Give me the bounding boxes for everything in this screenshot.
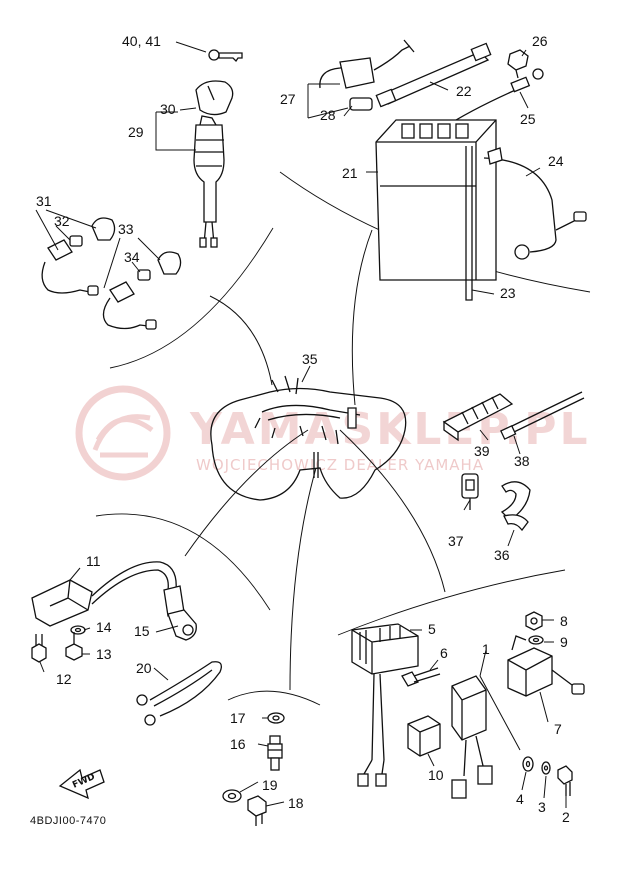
cable-connector-27 xyxy=(319,39,415,111)
callout-12: 12 xyxy=(56,671,72,687)
callout-11: 11 xyxy=(86,553,101,569)
callout-8: 8 xyxy=(560,613,568,629)
earth-lead-20 xyxy=(136,661,223,726)
callout-16: 16 xyxy=(230,736,246,752)
forward-arrow-icon: FWD xyxy=(58,768,105,800)
callout-3: 3 xyxy=(538,799,546,815)
callout-4: 4 xyxy=(516,791,524,807)
nut-8 xyxy=(525,611,543,631)
callout-37: 37 xyxy=(448,533,464,549)
callout-24: 24 xyxy=(548,153,564,169)
callout-7: 7 xyxy=(554,721,562,737)
bolt-18 xyxy=(247,795,267,826)
diagram-code: 4BDJI00-7470 xyxy=(30,815,106,827)
callout-34: 34 xyxy=(124,249,140,265)
collar-3 xyxy=(541,761,551,775)
callout-31: 31 xyxy=(36,193,52,209)
callout-6: 6 xyxy=(440,645,448,661)
callout-labels: 40, 41 30 29 31 32 33 34 26 27 22 28 25 … xyxy=(36,33,570,825)
callout-38: 38 xyxy=(514,453,530,469)
battery-cable-24 xyxy=(483,147,587,260)
washer-19 xyxy=(222,789,242,803)
watermark: YAMASKLEP.PL WOJCIECHOWICZ DEALER YAMAHA xyxy=(75,385,591,481)
callout-2: 2 xyxy=(562,809,570,825)
main-switch-cap xyxy=(195,80,234,116)
callout-36: 36 xyxy=(494,547,510,563)
callout-28: 28 xyxy=(320,107,336,123)
group-boundaries xyxy=(95,171,591,706)
sensor-16 xyxy=(267,735,283,771)
callout-10: 10 xyxy=(428,767,444,783)
watermark-logo-icon xyxy=(75,385,171,481)
cable-tie-38 xyxy=(500,391,585,440)
callout-27: 27 xyxy=(280,91,296,107)
screw-6 xyxy=(401,667,441,687)
ignition-coil xyxy=(31,561,177,627)
callout-13: 13 xyxy=(96,646,112,662)
callout-17: 17 xyxy=(230,710,246,726)
callout-leaders xyxy=(35,41,567,808)
callout-39: 39 xyxy=(474,443,490,459)
callout-30: 30 xyxy=(160,101,176,117)
callout-35: 35 xyxy=(302,351,318,367)
washer-4 xyxy=(522,756,534,772)
group-leaders xyxy=(184,229,446,691)
bolt-13 xyxy=(65,632,83,661)
callout-29: 29 xyxy=(128,124,144,140)
watermark-title: YAMASKLEP.PL xyxy=(189,404,591,455)
callout-19: 19 xyxy=(262,777,278,793)
bolt-12 xyxy=(31,634,47,663)
washer-17 xyxy=(267,712,285,724)
callout-9: 9 xyxy=(560,634,568,650)
callout-20: 20 xyxy=(136,660,152,676)
switch-assembly-33 xyxy=(102,251,182,330)
battery xyxy=(375,119,497,301)
washer-14 xyxy=(70,625,86,635)
callout-26: 26 xyxy=(532,33,548,49)
bolt-2 xyxy=(557,765,573,796)
starter-relay xyxy=(507,635,585,697)
callout-32: 32 xyxy=(54,213,70,229)
washer-9 xyxy=(528,635,544,645)
callout-18: 18 xyxy=(288,795,304,811)
cdi-unit xyxy=(451,675,493,799)
watermark-subtitle: WOJCIECHOWICZ DEALER YAMAHA xyxy=(196,456,484,474)
battery-band xyxy=(375,42,492,108)
relay-10 xyxy=(407,715,441,757)
wire-harness xyxy=(210,375,407,501)
callout-23: 23 xyxy=(500,285,516,301)
callout-5: 5 xyxy=(428,621,436,637)
callout-14: 14 xyxy=(96,619,112,635)
clamp-36 xyxy=(500,481,531,532)
bolt-26 xyxy=(507,49,529,79)
callout-21: 21 xyxy=(342,165,358,181)
callout-25: 25 xyxy=(520,111,536,127)
cable-band-39 xyxy=(442,393,514,442)
callout-15: 15 xyxy=(134,623,150,639)
callout-1: 1 xyxy=(482,641,490,657)
switch-assembly-31 xyxy=(41,217,116,296)
key-icon xyxy=(208,49,243,63)
callout-40-41: 40, 41 xyxy=(122,33,161,49)
main-switch xyxy=(193,115,225,248)
callout-33: 33 xyxy=(118,221,134,237)
rectifier-regulator xyxy=(351,623,419,787)
holder-37 xyxy=(461,473,479,510)
spark-plug-cap xyxy=(163,585,197,641)
callout-22: 22 xyxy=(456,83,472,99)
